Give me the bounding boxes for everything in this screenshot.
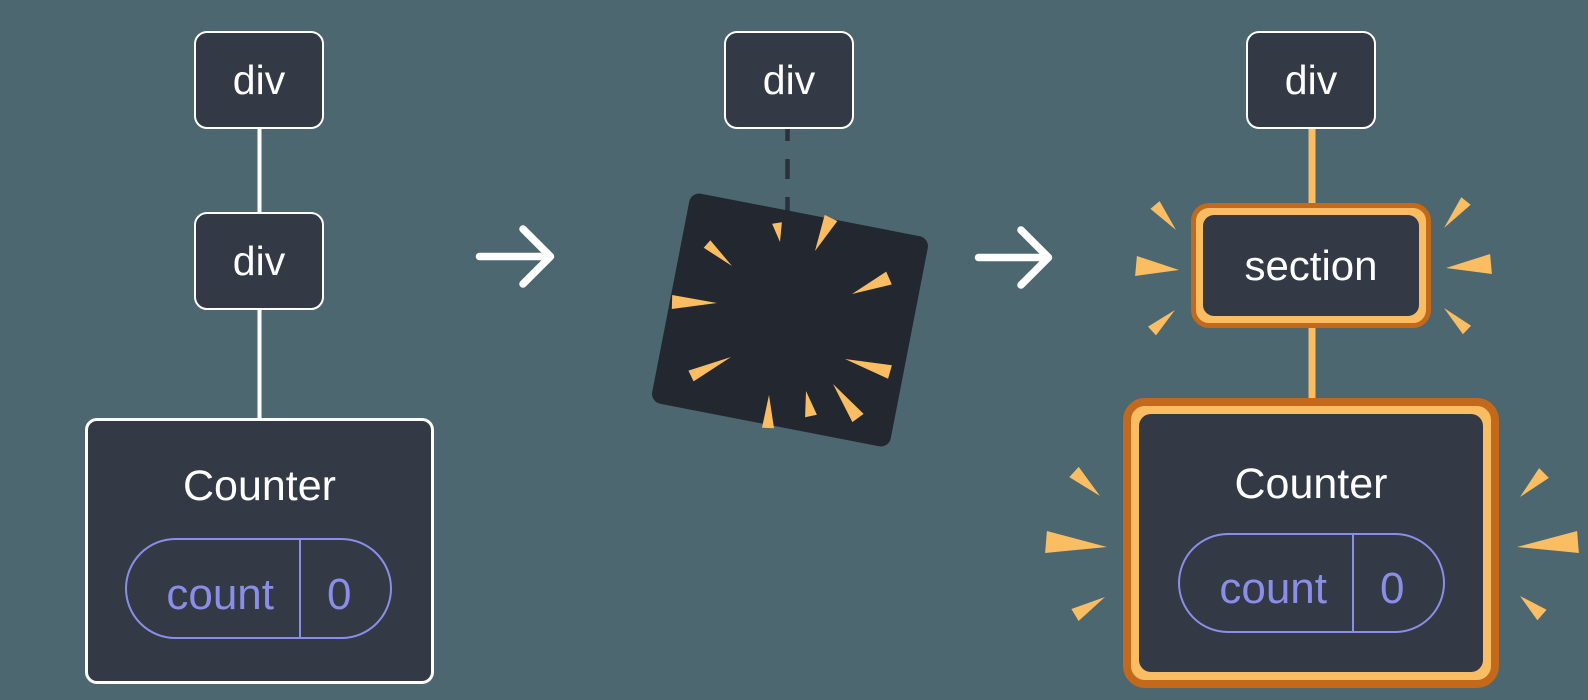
counter-spark-icon <box>1045 531 1107 553</box>
section-spark-icon <box>1148 310 1175 336</box>
explosion-spark-icon <box>671 295 717 309</box>
counter-spark-icon <box>1520 468 1549 497</box>
after-counter-title: Counter <box>1234 460 1388 508</box>
after-section-label: section <box>1244 241 1378 289</box>
section-spark-icon <box>1444 308 1472 335</box>
explosion-spark-icon <box>852 271 892 294</box>
before-root-div-label: div <box>232 56 286 103</box>
during-root-div-node: div <box>724 31 854 129</box>
after-root-div-label: div <box>1284 56 1338 103</box>
before-counter-title: Counter <box>183 462 336 510</box>
section-sparks <box>1135 197 1492 336</box>
explosion-square <box>652 193 928 447</box>
explosion-spark-icon <box>815 214 838 251</box>
explosion-poof <box>652 193 928 447</box>
arrow-2-icon <box>974 226 1053 289</box>
explosion-spark-icon <box>688 357 731 382</box>
explosion-spark-icon <box>805 391 817 418</box>
explosion-spark-icon <box>845 359 892 379</box>
after-state-key: count <box>1180 535 1354 631</box>
before-counter-state-pill: count 0 <box>125 538 392 639</box>
before-root-div-node: div <box>194 31 324 129</box>
before-child-div-label: div <box>232 237 286 284</box>
arrow-1-icon <box>475 225 555 288</box>
counter-spark-icon <box>1069 466 1100 496</box>
after-root-div-node: div <box>1246 31 1376 129</box>
explosion-spark-icon <box>703 240 732 266</box>
explosion-spark-icon <box>772 222 782 242</box>
during-root-div-label: div <box>762 56 816 103</box>
counter-spark-icon <box>1517 531 1579 553</box>
after-counter-state-pill: count 0 <box>1178 533 1445 633</box>
section-spark-icon <box>1446 254 1492 274</box>
counter-sparks <box>1045 466 1579 621</box>
section-spark-icon <box>1135 256 1179 276</box>
explosion-spark-icon <box>833 384 864 423</box>
counter-spark-icon <box>1520 596 1547 621</box>
before-state-value: 0 <box>327 569 352 619</box>
before-child-div-node: div <box>194 212 324 310</box>
after-section-node: section <box>1191 203 1431 328</box>
section-spark-icon <box>1150 201 1176 230</box>
before-counter-node: Counter count 0 <box>85 418 434 684</box>
explosion-spark-icon <box>762 395 774 429</box>
explosion-sparks <box>671 214 892 429</box>
before-state-key: count <box>127 540 301 637</box>
after-state-value: 0 <box>1380 564 1405 613</box>
after-counter-node: Counter count 0 <box>1123 398 1499 688</box>
step-arrows <box>475 225 1053 289</box>
counter-spark-icon <box>1071 597 1105 621</box>
section-spark-icon <box>1444 197 1471 228</box>
